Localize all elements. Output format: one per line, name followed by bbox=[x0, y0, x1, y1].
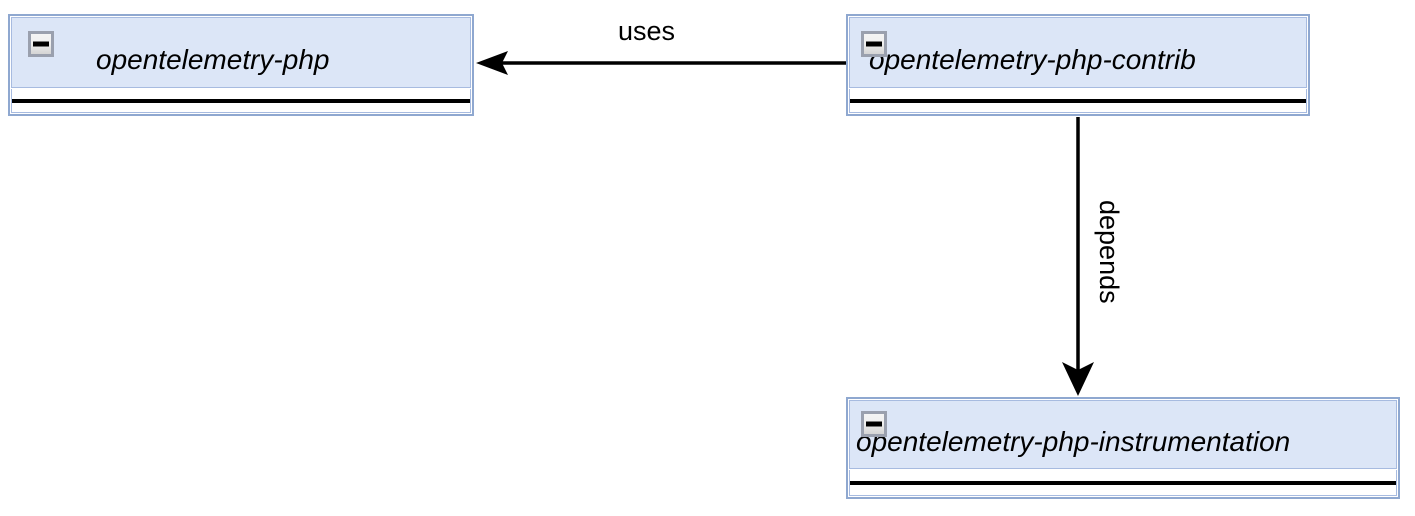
edge-label-depends: depends bbox=[1094, 200, 1124, 304]
package-body: opentelemetry-php-instrumentation bbox=[849, 400, 1397, 469]
edge-depends bbox=[1062, 117, 1094, 396]
package-opentelemetry-php[interactable]: opentelemetry-php bbox=[8, 14, 474, 116]
package-body: opentelemetry-php-contrib bbox=[849, 17, 1307, 88]
package-footer-compartment bbox=[11, 89, 471, 113]
package-footer-compartment bbox=[849, 470, 1397, 496]
package-body: opentelemetry-php bbox=[11, 17, 471, 88]
edge-label-uses: uses bbox=[618, 16, 676, 46]
edge-uses bbox=[476, 51, 846, 75]
package-opentelemetry-php-instrumentation[interactable]: opentelemetry-php-instrumentation bbox=[846, 397, 1400, 499]
package-footer-compartment bbox=[849, 89, 1307, 113]
collapse-minus-icon[interactable] bbox=[861, 411, 887, 437]
collapse-minus-icon[interactable] bbox=[28, 31, 54, 57]
collapse-minus-icon[interactable] bbox=[861, 31, 887, 57]
package-label: opentelemetry-php bbox=[96, 44, 330, 75]
package-label: opentelemetry-php-contrib bbox=[869, 44, 1196, 75]
package-opentelemetry-php-contrib[interactable]: opentelemetry-php-contrib bbox=[846, 14, 1310, 116]
package-label: opentelemetry-php-instrumentation bbox=[856, 426, 1291, 457]
